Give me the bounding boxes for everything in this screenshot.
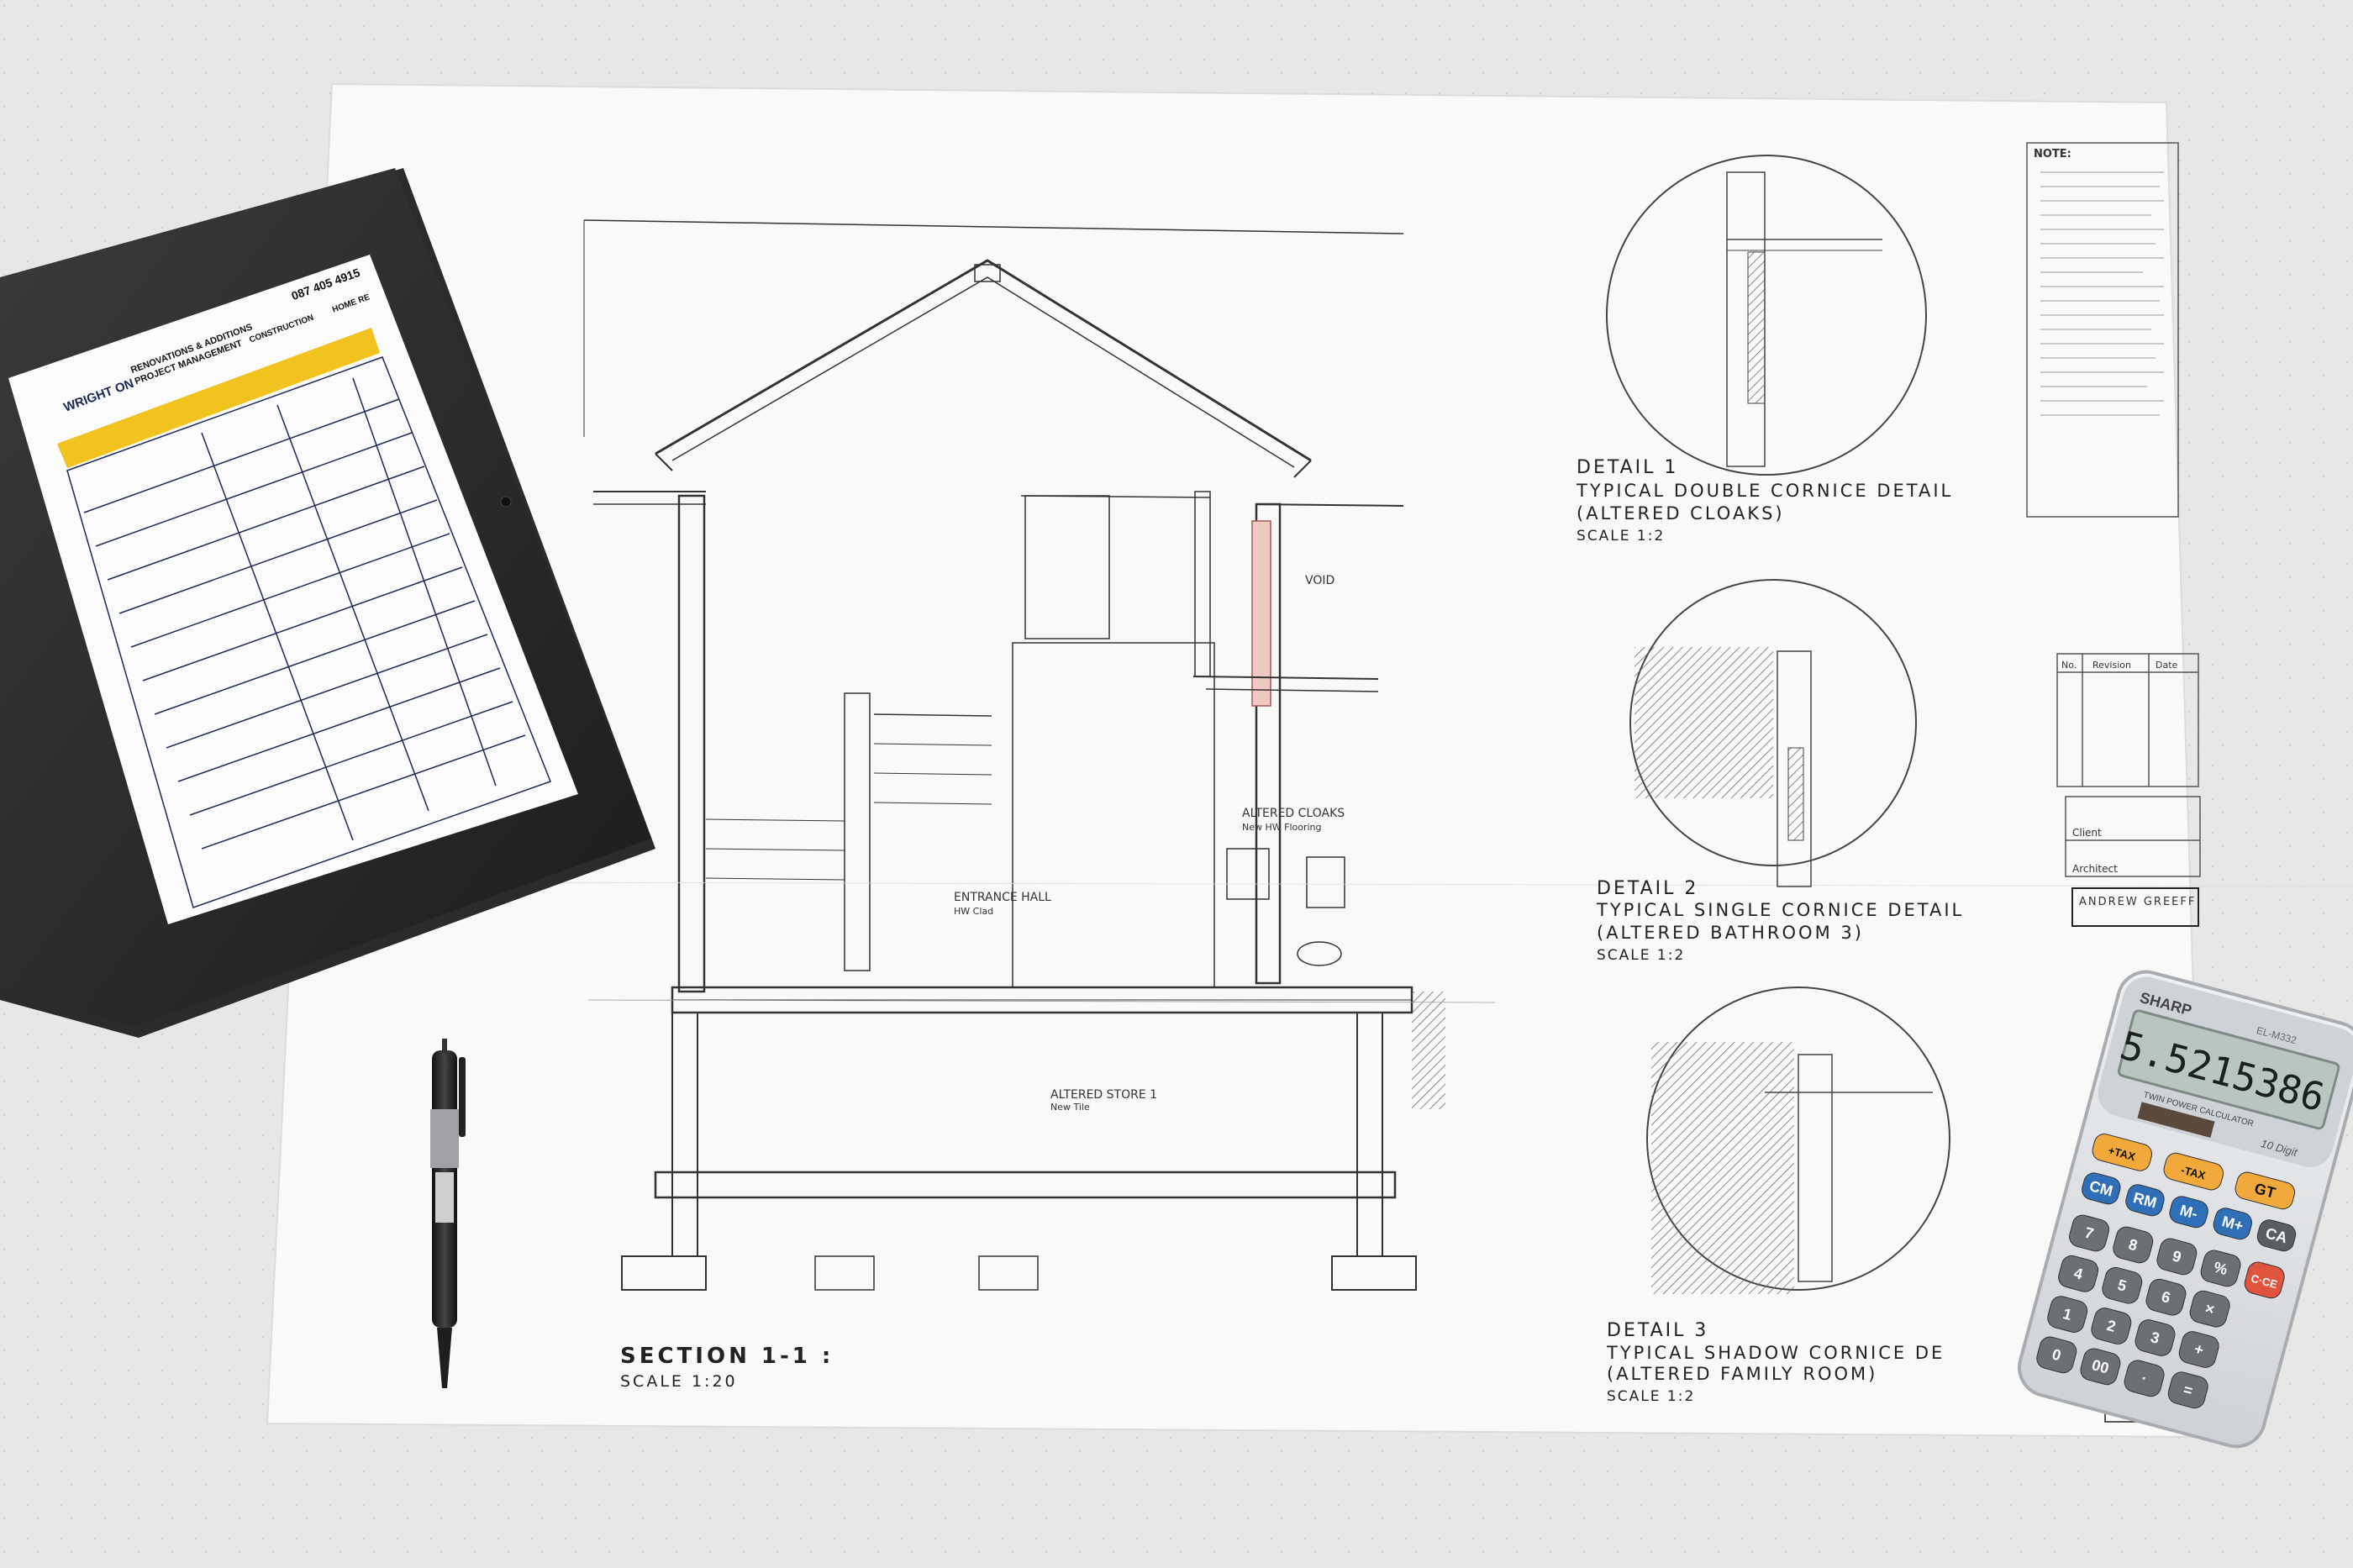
room-label-altered-store: ALTERED STORE 1 — [1050, 1088, 1157, 1102]
detail-2-circle — [1629, 579, 1917, 887]
calculator-key-label: 9 — [2171, 1247, 2183, 1265]
calculator-key-label: 2 — [2105, 1317, 2118, 1335]
calculator-key[interactable] — [2177, 1329, 2221, 1370]
calculator-key[interactable] — [2133, 1318, 2177, 1358]
calculator-key[interactable] — [2233, 1170, 2297, 1211]
room-label-entrance-hall: ENTRANCE HALL — [954, 891, 1051, 904]
calculator-display — [2117, 1009, 2340, 1130]
calculator-key[interactable] — [2198, 1248, 2242, 1288]
calculator-key[interactable] — [2144, 1277, 2187, 1318]
calculator-key[interactable] — [2124, 1182, 2166, 1218]
note-heading: NOTE: — [2034, 148, 2071, 160]
detail-3-circle — [1646, 987, 1950, 1294]
calculator-key[interactable] — [2166, 1370, 2210, 1410]
calculator-key-label: 6 — [2160, 1288, 2172, 1307]
calculator-key[interactable] — [2155, 1236, 2198, 1276]
calculator-key[interactable] — [2090, 1132, 2154, 1173]
detail-3-line1: TYPICAL SHADOW CORNICE DE — [1606, 1343, 1945, 1363]
detail-2-title: DETAIL 2 — [1597, 878, 1698, 899]
calculator-key[interactable] — [2167, 1194, 2210, 1229]
calculator-key-label: -TAX — [2180, 1164, 2208, 1182]
detail-2-line2: (ALTERED BATHROOM 3) — [1597, 923, 1864, 943]
calculator-key-label: 7 — [2083, 1224, 2096, 1243]
room-label-void: VOID — [1305, 574, 1334, 587]
detail-2-scale: SCALE 1:2 — [1597, 947, 1685, 964]
calculator-key[interactable] — [2056, 1254, 2100, 1294]
architect-label: Architect — [2072, 863, 2118, 875]
calculator-key-label: 3 — [2149, 1329, 2161, 1347]
calculator-key[interactable] — [2067, 1213, 2111, 1253]
calculator-key[interactable] — [2111, 1224, 2155, 1265]
client-label: Client — [2072, 827, 2102, 839]
calculator-key[interactable] — [2078, 1346, 2122, 1386]
revision-header-date: Date — [2156, 660, 2178, 671]
tablet: WRIGHT ON RENOVATIONS & ADDITIONS PROJEC… — [0, 168, 655, 1038]
revision-header-no: No. — [2061, 660, 2077, 671]
room-note-altered-store: New Tile — [1050, 1102, 1090, 1113]
detail-1-line1: TYPICAL DOUBLE CORNICE DETAIL — [1576, 481, 1953, 501]
calculator-key-label: 0 — [2050, 1345, 2063, 1364]
calculator-key-label: = — [2182, 1381, 2194, 1399]
calculator-key[interactable] — [2211, 1206, 2254, 1241]
calculator-key[interactable] — [2243, 1260, 2287, 1300]
calculator-key-label: × — [2203, 1300, 2216, 1318]
calculator-key-label: 5 — [2116, 1276, 2129, 1295]
calculator-key-label: 8 — [2127, 1236, 2140, 1255]
calculator-key-label: + — [2192, 1340, 2205, 1359]
detail-3-line2: (ALTERED FAMILY ROOM) — [1607, 1364, 1877, 1384]
calculator-key-label: % — [2212, 1259, 2229, 1278]
section-scale: SCALE 1:20 — [620, 1372, 738, 1391]
calculator-key[interactable] — [2187, 1289, 2231, 1329]
detail-1-circle — [1606, 155, 1927, 476]
calculator-key[interactable] — [2035, 1334, 2078, 1375]
calculator-key[interactable] — [2122, 1358, 2166, 1398]
section-title: SECTION 1-1 : — [620, 1344, 834, 1369]
detail-1-title: DETAIL 1 — [1577, 457, 1678, 478]
room-label-altered-cloaks: ALTERED CLOAKS — [1242, 807, 1345, 820]
revision-header-revision: Revision — [2092, 660, 2131, 671]
calculator-key[interactable] — [2100, 1265, 2144, 1306]
calculator: SHARP EL-M332 5.5215386 TWIN POWER CALCU… — [2018, 970, 2353, 1449]
pen — [430, 1039, 466, 1388]
note-lines — [2040, 171, 2164, 416]
detail-3-scale: SCALE 1:2 — [1607, 1388, 1695, 1405]
calculator-key-label: · — [2140, 1370, 2149, 1387]
calculator-key[interactable] — [2080, 1171, 2123, 1206]
room-note-altered-cloaks: New HW Flooring — [1242, 822, 1322, 833]
calculator-key[interactable] — [2045, 1294, 2089, 1334]
calculator-key-label: 1 — [2061, 1305, 2074, 1323]
room-note-entrance-hall: HW Clad — [954, 906, 993, 917]
section-drawing — [470, 219, 2353, 1291]
calculator-key[interactable] — [2256, 1218, 2298, 1253]
architect-name: ANDREW GREEFF — [2079, 896, 2196, 908]
detail-1-line2: (ALTERED CLOAKS) — [1577, 503, 1785, 524]
calculator-key-label: 4 — [2072, 1265, 2085, 1283]
calculator-key[interactable] — [2161, 1151, 2225, 1192]
detail-1-scale: SCALE 1:2 — [1577, 528, 1665, 545]
detail-2-line1: TYPICAL SINGLE CORNICE DETAIL — [1596, 900, 1964, 920]
detail-3-title: DETAIL 3 — [1607, 1320, 1708, 1341]
calculator-key[interactable] — [2089, 1306, 2133, 1346]
